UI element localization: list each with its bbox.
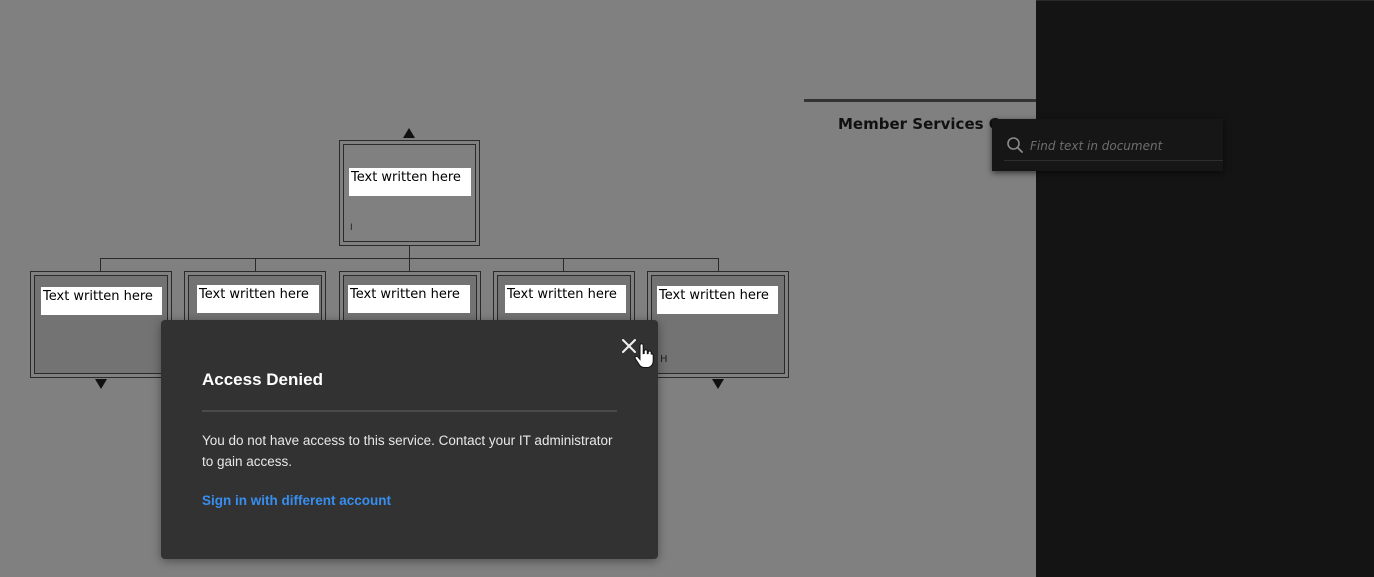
- org-chart-child-label: Text written here: [197, 285, 319, 313]
- org-chart-child-box: Text written here H: [647, 271, 789, 378]
- dialog-title: Access Denied: [202, 370, 323, 389]
- dialog-message: You do not have access to this service. …: [202, 433, 613, 469]
- find-text-input[interactable]: [1028, 133, 1222, 159]
- org-chart-child-label: Text written here: [41, 287, 162, 315]
- org-chart-child-box: Text written here: [30, 271, 172, 378]
- expand-down-icon[interactable]: [712, 379, 724, 389]
- org-chart-child-label: Text written here: [505, 285, 626, 313]
- hand-pointer-icon: [634, 343, 654, 368]
- org-chart-child-label: Text written here: [348, 285, 470, 313]
- org-chart-top-box: Text written here I: [339, 140, 480, 246]
- side-panel: [1036, 0, 1374, 577]
- find-bar: [992, 119, 1223, 171]
- access-denied-dialog: Access Denied You do not have access to …: [161, 320, 658, 559]
- dialog-divider: [202, 410, 617, 412]
- expand-up-icon[interactable]: [403, 128, 415, 138]
- section-heading: Member Services Cent: [838, 115, 998, 133]
- close-icon[interactable]: [619, 336, 639, 356]
- org-chart-child-label: Text written here: [657, 286, 778, 314]
- search-icon: [1007, 137, 1023, 153]
- sign-in-different-account-link[interactable]: Sign in with different account: [202, 493, 391, 508]
- expand-down-icon[interactable]: [95, 379, 107, 389]
- connector-vertical-top: [409, 246, 410, 259]
- section-divider: [804, 99, 1223, 102]
- org-chart-top-label: Text written here: [349, 168, 471, 196]
